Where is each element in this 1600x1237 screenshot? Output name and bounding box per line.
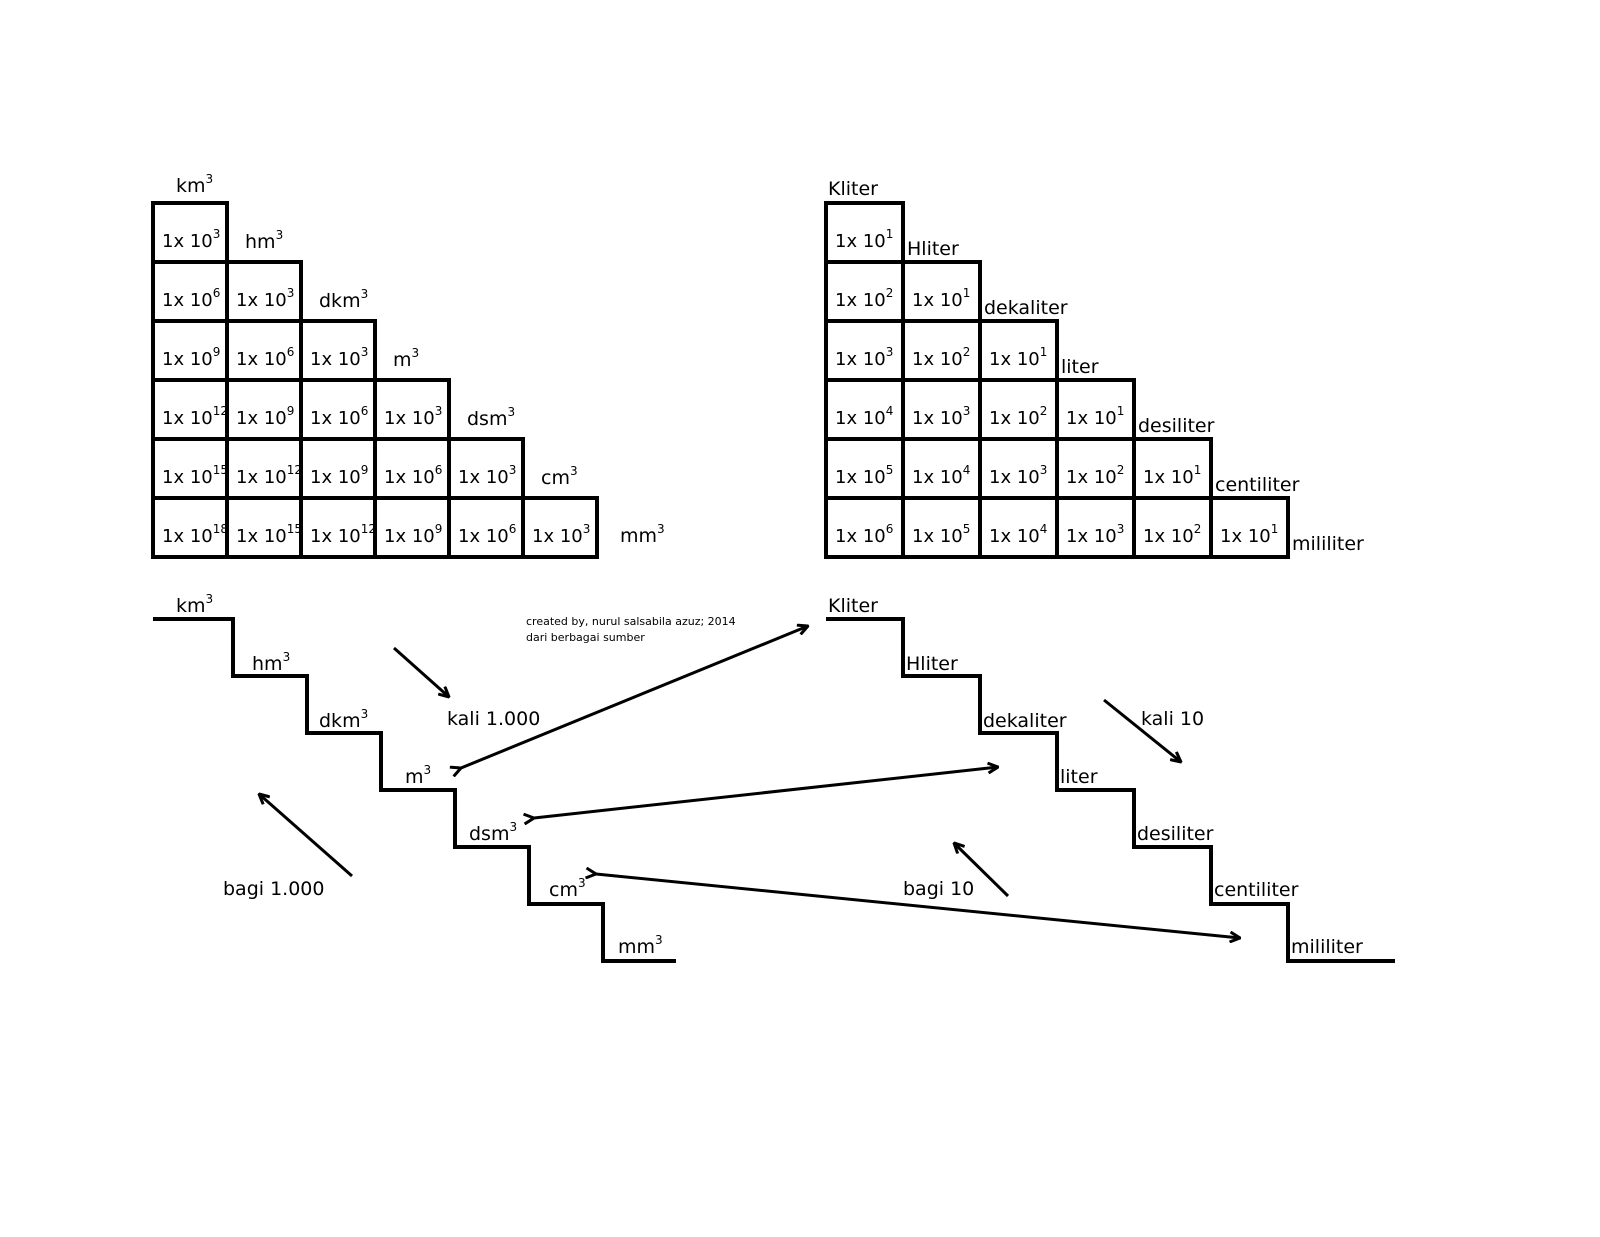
credit-line-2: dari berbagai sumber — [526, 631, 645, 644]
volume-cell-value: 1x 106 — [310, 404, 368, 429]
volume-multiply-arrow — [393, 646, 449, 697]
volume-cell-value: 1x 106 — [384, 463, 442, 488]
volume-unit-label: dsm3 — [467, 405, 515, 430]
volume-staircase — [153, 617, 676, 963]
volume-cell-value: 1x 103 — [236, 286, 294, 311]
liter-unit-label: Hliter — [907, 238, 959, 260]
volume-cell-value: 1x 103 — [532, 522, 590, 547]
liter-stair-label: Kliter — [828, 595, 878, 617]
volume-stair-label: mm3 — [618, 933, 663, 958]
liter-stair-label: liter — [1060, 766, 1098, 788]
m3-kliter-equivalence-arrow — [461, 626, 808, 768]
liter-stair-label: centiliter — [1214, 879, 1299, 901]
liter-cell-value: 1x 104 — [835, 404, 893, 429]
liter-stair-label: mililiter — [1291, 936, 1363, 958]
volume-divide-arrow — [259, 794, 353, 878]
volume-stair-label: cm3 — [549, 876, 586, 901]
liter-cell-value: 1x 101 — [989, 345, 1047, 370]
liter-cell-value: 1x 103 — [989, 463, 1047, 488]
volume-staircase-labels: km3 hm3 dkm3 m3 dsm3 cm3 mm3 — [176, 592, 663, 958]
liter-cell-value: 1x 102 — [1066, 463, 1124, 488]
volume-cell-value: 1x 103 — [310, 345, 368, 370]
volume-cell-value: 1x 106 — [458, 522, 516, 547]
liter-cell-value: 1x 102 — [835, 286, 893, 311]
liter-cell-value: 1x 101 — [1220, 522, 1278, 547]
volume-cell-value: 1x 1012 — [310, 522, 376, 547]
liter-cell-value: 1x 103 — [835, 345, 893, 370]
volume-cell-value: 1x 103 — [384, 404, 442, 429]
liter-unit-label: liter — [1061, 356, 1099, 378]
dsm3-liter-equivalence-arrow — [534, 767, 998, 818]
liter-unit-label: mililiter — [1292, 533, 1364, 555]
liter-cell-value: 1x 102 — [989, 404, 1047, 429]
volume-cell-value: 1x 1015 — [162, 463, 228, 488]
liter-cell-value: 1x 105 — [835, 463, 893, 488]
liter-cell-value: 1x 101 — [1066, 404, 1124, 429]
liter-cell-value: 1x 103 — [1066, 522, 1124, 547]
volume-cell-value: 1x 106 — [236, 345, 294, 370]
volume-cell-value: 1x 109 — [162, 345, 220, 370]
liter-cell-value: 1x 101 — [912, 286, 970, 311]
volume-cell-value: 1x 1015 — [236, 522, 302, 547]
liter-stair-label: Hliter — [906, 653, 958, 675]
liter-cell-value: 1x 102 — [1143, 522, 1201, 547]
volume-stair-label: dkm3 — [319, 707, 368, 732]
cm3-mililiter-equivalence-arrow — [596, 874, 1240, 938]
liter-cell-value: 1x 103 — [912, 404, 970, 429]
volume-unit-label: m3 — [393, 346, 419, 371]
volume-cell-value: 1x 1012 — [236, 463, 302, 488]
liter-cell-value: 1x 104 — [989, 522, 1047, 547]
volume-conversion-table: 1x 103 1x 106 1x 103 1x 109 1x 106 1x 103 1x 1… — [151, 172, 665, 559]
liter-multiply-arrow — [1103, 698, 1181, 762]
volume-divide-label: bagi 1.000 — [223, 878, 324, 900]
volume-cell-value: 1x 1012 — [162, 404, 228, 429]
liter-multiply-label: kali 10 — [1141, 708, 1204, 730]
volume-unit-label: km3 — [176, 172, 213, 197]
volume-cell-value: 1x 103 — [458, 463, 516, 488]
volume-unit-label: mm3 — [620, 522, 665, 547]
volume-unit-label: dkm3 — [319, 287, 368, 312]
volume-stair-label: dsm3 — [469, 820, 517, 845]
liter-cell-value: 1x 106 — [835, 522, 893, 547]
liter-cell-value: 1x 101 — [1143, 463, 1201, 488]
liter-cell-value: 1x 102 — [912, 345, 970, 370]
volume-cell-value: 1x 1018 — [162, 522, 228, 547]
volume-stair-label: km3 — [176, 592, 213, 617]
liter-table-cell — [1209, 496, 1290, 559]
volume-cell-value: 1x 109 — [310, 463, 368, 488]
liter-cell-value: 1x 104 — [912, 463, 970, 488]
volume-unit-label: hm3 — [245, 228, 283, 253]
liter-unit-label: Kliter — [828, 178, 878, 200]
volume-multiply-label: kali 1.000 — [447, 708, 540, 730]
volume-unit-label: cm3 — [541, 464, 578, 489]
volume-cell-value: 1x 106 — [162, 286, 220, 311]
volume-stair-label: m3 — [405, 763, 431, 788]
liter-cell-value: 1x 105 — [912, 522, 970, 547]
liter-unit-label: centiliter — [1215, 474, 1300, 496]
credit-line-1: created by, nurul salsabila azuz; 2014 — [526, 615, 736, 628]
liter-stair-label: desiliter — [1137, 823, 1214, 845]
volume-cell-value: 1x 103 — [162, 227, 220, 252]
volume-stair-label: hm3 — [252, 650, 290, 675]
liter-unit-label: desiliter — [1138, 415, 1215, 437]
liter-unit-label: dekaliter — [984, 297, 1068, 319]
liter-divide-label: bagi 10 — [903, 878, 974, 900]
volume-table-cell — [521, 496, 599, 559]
volume-cell-value: 1x 109 — [236, 404, 294, 429]
liter-cell-value: 1x 101 — [835, 227, 893, 252]
volume-cell-value: 1x 109 — [384, 522, 442, 547]
liter-staircase — [826, 617, 1395, 963]
liter-stair-label: dekaliter — [983, 710, 1067, 732]
liter-conversion-table: 1x 101 1x 102 1x 101 1x 103 1x 102 1x 101 1x 1… — [824, 178, 1364, 559]
